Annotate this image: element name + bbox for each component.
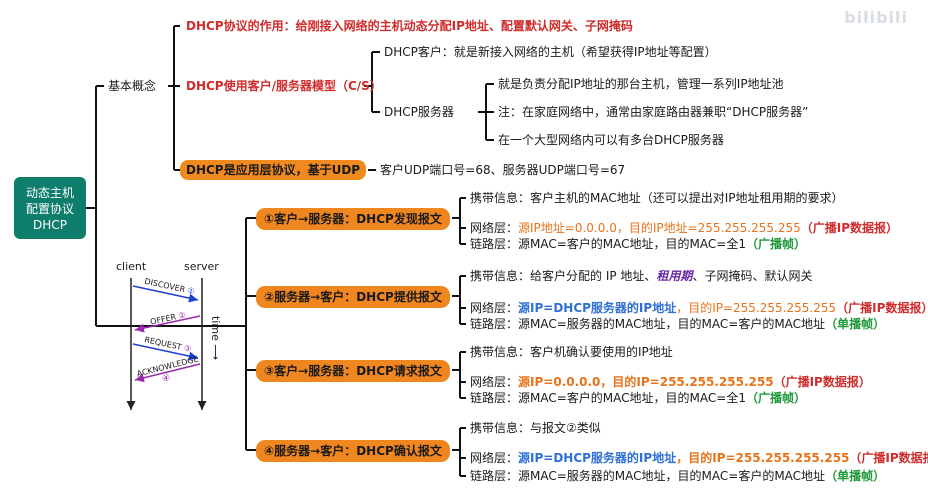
step2-carry: 携带信息：给客户分配的 IP 地址、租用期、子网掩码、默认网关 xyxy=(470,269,813,283)
cs-model-text: DHCP使用客户/服务器模型（C/S） xyxy=(186,79,382,93)
step4-link: 链路层：源MAC=服务器的MAC地址，目的MAC=客户的MAC地址（单播帧） xyxy=(470,469,886,483)
app-layer-udp-badge: DHCP是应用层协议，基于UDP xyxy=(180,160,367,180)
step1-network: 网络层：源IP地址=0.0.0.0，目的IP地址=255.255.255.255… xyxy=(470,221,898,235)
discover-arrow xyxy=(132,285,199,303)
root-line-3: DHCP xyxy=(33,218,67,232)
step1-carry: 携带信息：客户主机的MAC地址（还可以提出对IP地址租用期的要求） xyxy=(470,191,844,205)
acknowledge-number: ④ xyxy=(162,374,171,384)
step3-carry: 携带信息：客户机确认要使用的IP地址 xyxy=(470,345,673,359)
step4-carry: 携带信息：与报文②类似 xyxy=(470,421,601,435)
root-node-dhcp: 动态主机 配置协议 DHCP xyxy=(14,177,86,239)
watermark: bilibili xyxy=(844,8,908,27)
basic-concept-label: 基本概念 xyxy=(108,79,157,93)
dhcp-client-text: DHCP客户：就是新接入网络的主机（希望获得IP地址等配置） xyxy=(384,45,717,59)
server-label: server xyxy=(184,260,219,273)
step2-link: 链路层：源MAC=服务器的MAC地址，目的MAC=客户的MAC地址（单播帧） xyxy=(470,317,886,331)
step3-link: 链路层：源MAC=客户的MAC地址，目的MAC=全1（广播帧） xyxy=(470,391,806,405)
root-line-2: 配置协议 xyxy=(25,202,74,216)
root-line-1: 动态主机 xyxy=(25,186,74,200)
dhcp-role-text: DHCP协议的作用：给刚接入网络的主机动态分配IP地址、配置默认网关、子网掩码 xyxy=(186,19,633,33)
step2-offer-badge: ②服务器→客户：DHCP提供报文 xyxy=(256,286,450,308)
client-label: client xyxy=(116,260,147,273)
server-item-3: 在一个大型网络内可以有多台DHCP服务器 xyxy=(498,133,724,147)
server-item-2: 注：在家庭网络中，通常由家庭路由器兼职“DHCP服务器” xyxy=(498,105,809,119)
step1-discover-badge: ①客户→服务器：DHCP发现报文 xyxy=(256,208,450,230)
step4-ack-badge: ④服务器→客户：DHCP确认报文 xyxy=(256,440,450,462)
time-axis-label: time ⟶ xyxy=(209,316,222,361)
step3-network: 网络层：源IP=0.0.0.0，目的IP=255.255.255.255（广播I… xyxy=(470,375,871,389)
server-item-1: 就是负责分配IP地址的那台主机，管理一系列IP地址池 xyxy=(498,77,784,91)
dhcp-server-label: DHCP服务器 xyxy=(384,105,454,119)
step4-network: 网络层：源IP=DHCP服务器的IP地址，目的IP=255.255.255.25… xyxy=(470,451,928,465)
request-arrow xyxy=(132,343,199,361)
step1-link: 链路层：源MAC=客户的MAC地址，目的MAC=全1（广播帧） xyxy=(470,237,806,251)
step3-request-badge: ③客户→服务器：DHCP请求报文 xyxy=(256,360,450,382)
offer-arrow xyxy=(134,315,201,333)
acknowledge-arrow xyxy=(134,363,201,383)
step2-network: 网络层：源IP=DHCP服务器的IP地址，目的IP=255.255.255.25… xyxy=(470,301,928,315)
udp-ports-text: 客户UDP端口号=68、服务器UDP端口号=67 xyxy=(380,163,626,177)
